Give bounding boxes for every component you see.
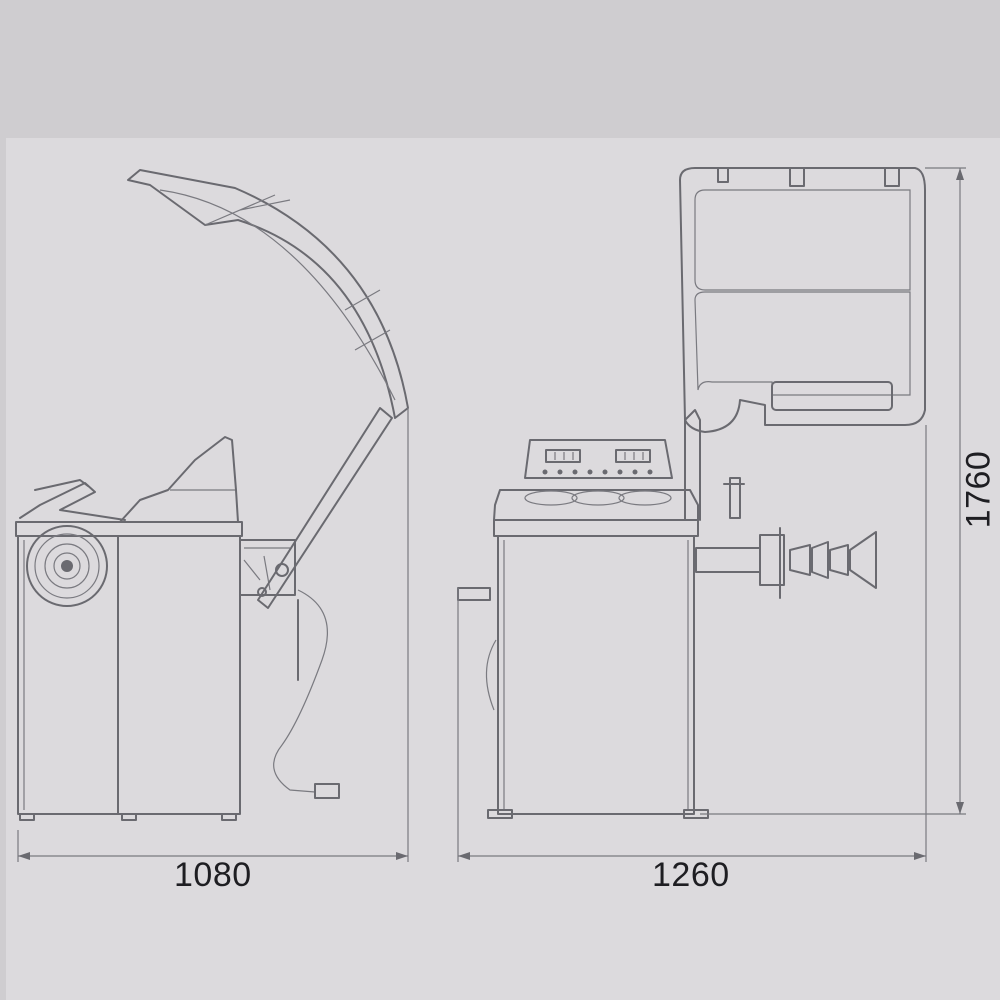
side-foot-left	[19, 813, 35, 821]
front-top-plate	[493, 519, 699, 537]
dimension-label-height: 1760	[959, 450, 998, 529]
side-foot-mid	[121, 813, 137, 821]
dimension-label-width-right: 1260	[652, 856, 730, 894]
panel-buttons	[542, 469, 653, 475]
side-hood-arm	[257, 407, 393, 609]
front-tool-tray	[493, 489, 699, 521]
side-top-plate	[15, 521, 243, 537]
front-cabinet	[497, 535, 695, 815]
side-foot-right	[221, 813, 237, 821]
side-drive-disc	[26, 525, 108, 607]
side-display-housing	[119, 436, 239, 523]
dimension-label-width-left: 1080	[174, 856, 252, 894]
front-foot-left	[487, 809, 513, 819]
side-power-plug	[314, 783, 340, 799]
front-control-panel	[524, 439, 673, 479]
side-power-cable	[273, 589, 328, 793]
front-shaft-housing	[695, 547, 761, 573]
side-wheel-guard	[127, 169, 409, 419]
side-cabinet	[17, 535, 241, 815]
front-gauge-arm	[729, 477, 741, 519]
dim-line-width-left	[17, 408, 409, 862]
panel-display-right	[615, 449, 651, 463]
dim-line-height	[700, 167, 966, 815]
front-cone-adapter	[759, 527, 877, 599]
front-hood-post	[684, 409, 701, 521]
front-guard-handle	[771, 381, 893, 411]
panel-display-left	[545, 449, 581, 463]
dim-line-width-right	[457, 425, 927, 862]
front-view	[457, 167, 966, 862]
side-tool-tray	[19, 482, 126, 521]
front-side-handle	[457, 587, 491, 601]
side-view	[15, 169, 409, 862]
front-wheel-guard	[679, 167, 926, 433]
